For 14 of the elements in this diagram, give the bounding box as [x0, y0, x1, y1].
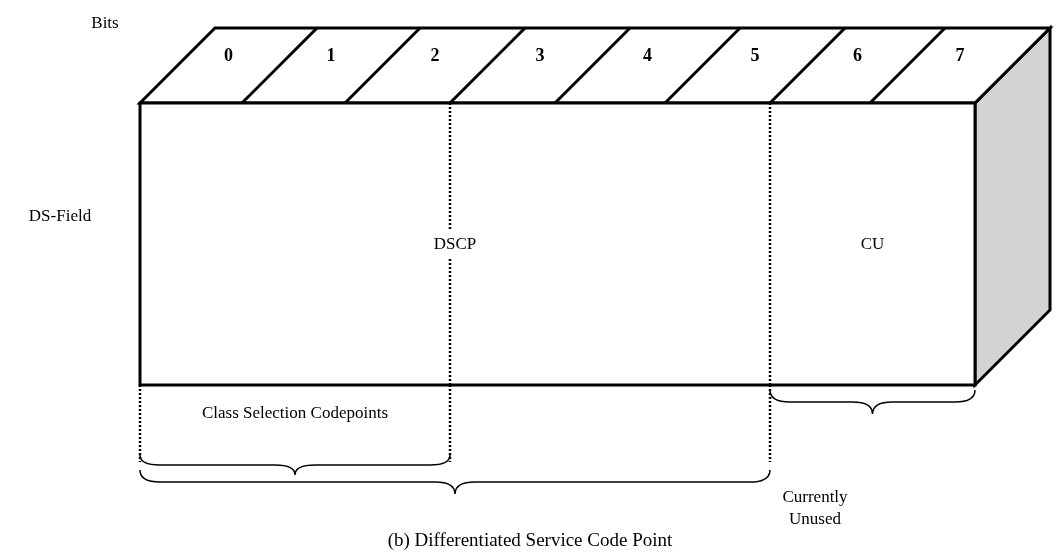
bit-number: 4 — [642, 44, 653, 67]
bracket-label: Currently Unused — [781, 486, 849, 531]
row-label: Bits — [90, 12, 120, 34]
bracket-label: Class Selection Codepoints — [200, 402, 389, 424]
bit-number: 0 — [223, 44, 234, 67]
bit-number: 7 — [954, 44, 966, 67]
bit-number: 1 — [325, 44, 337, 67]
bit-number: 6 — [852, 44, 863, 67]
bit-number: 3 — [534, 44, 546, 67]
bit-number: 2 — [429, 44, 441, 67]
caption: (b) Differentiated Service Code Point — [386, 528, 674, 552]
field-name: DSCP — [431, 230, 479, 258]
row-label: DS-Field — [27, 205, 93, 227]
bit-number: 5 — [749, 44, 761, 67]
